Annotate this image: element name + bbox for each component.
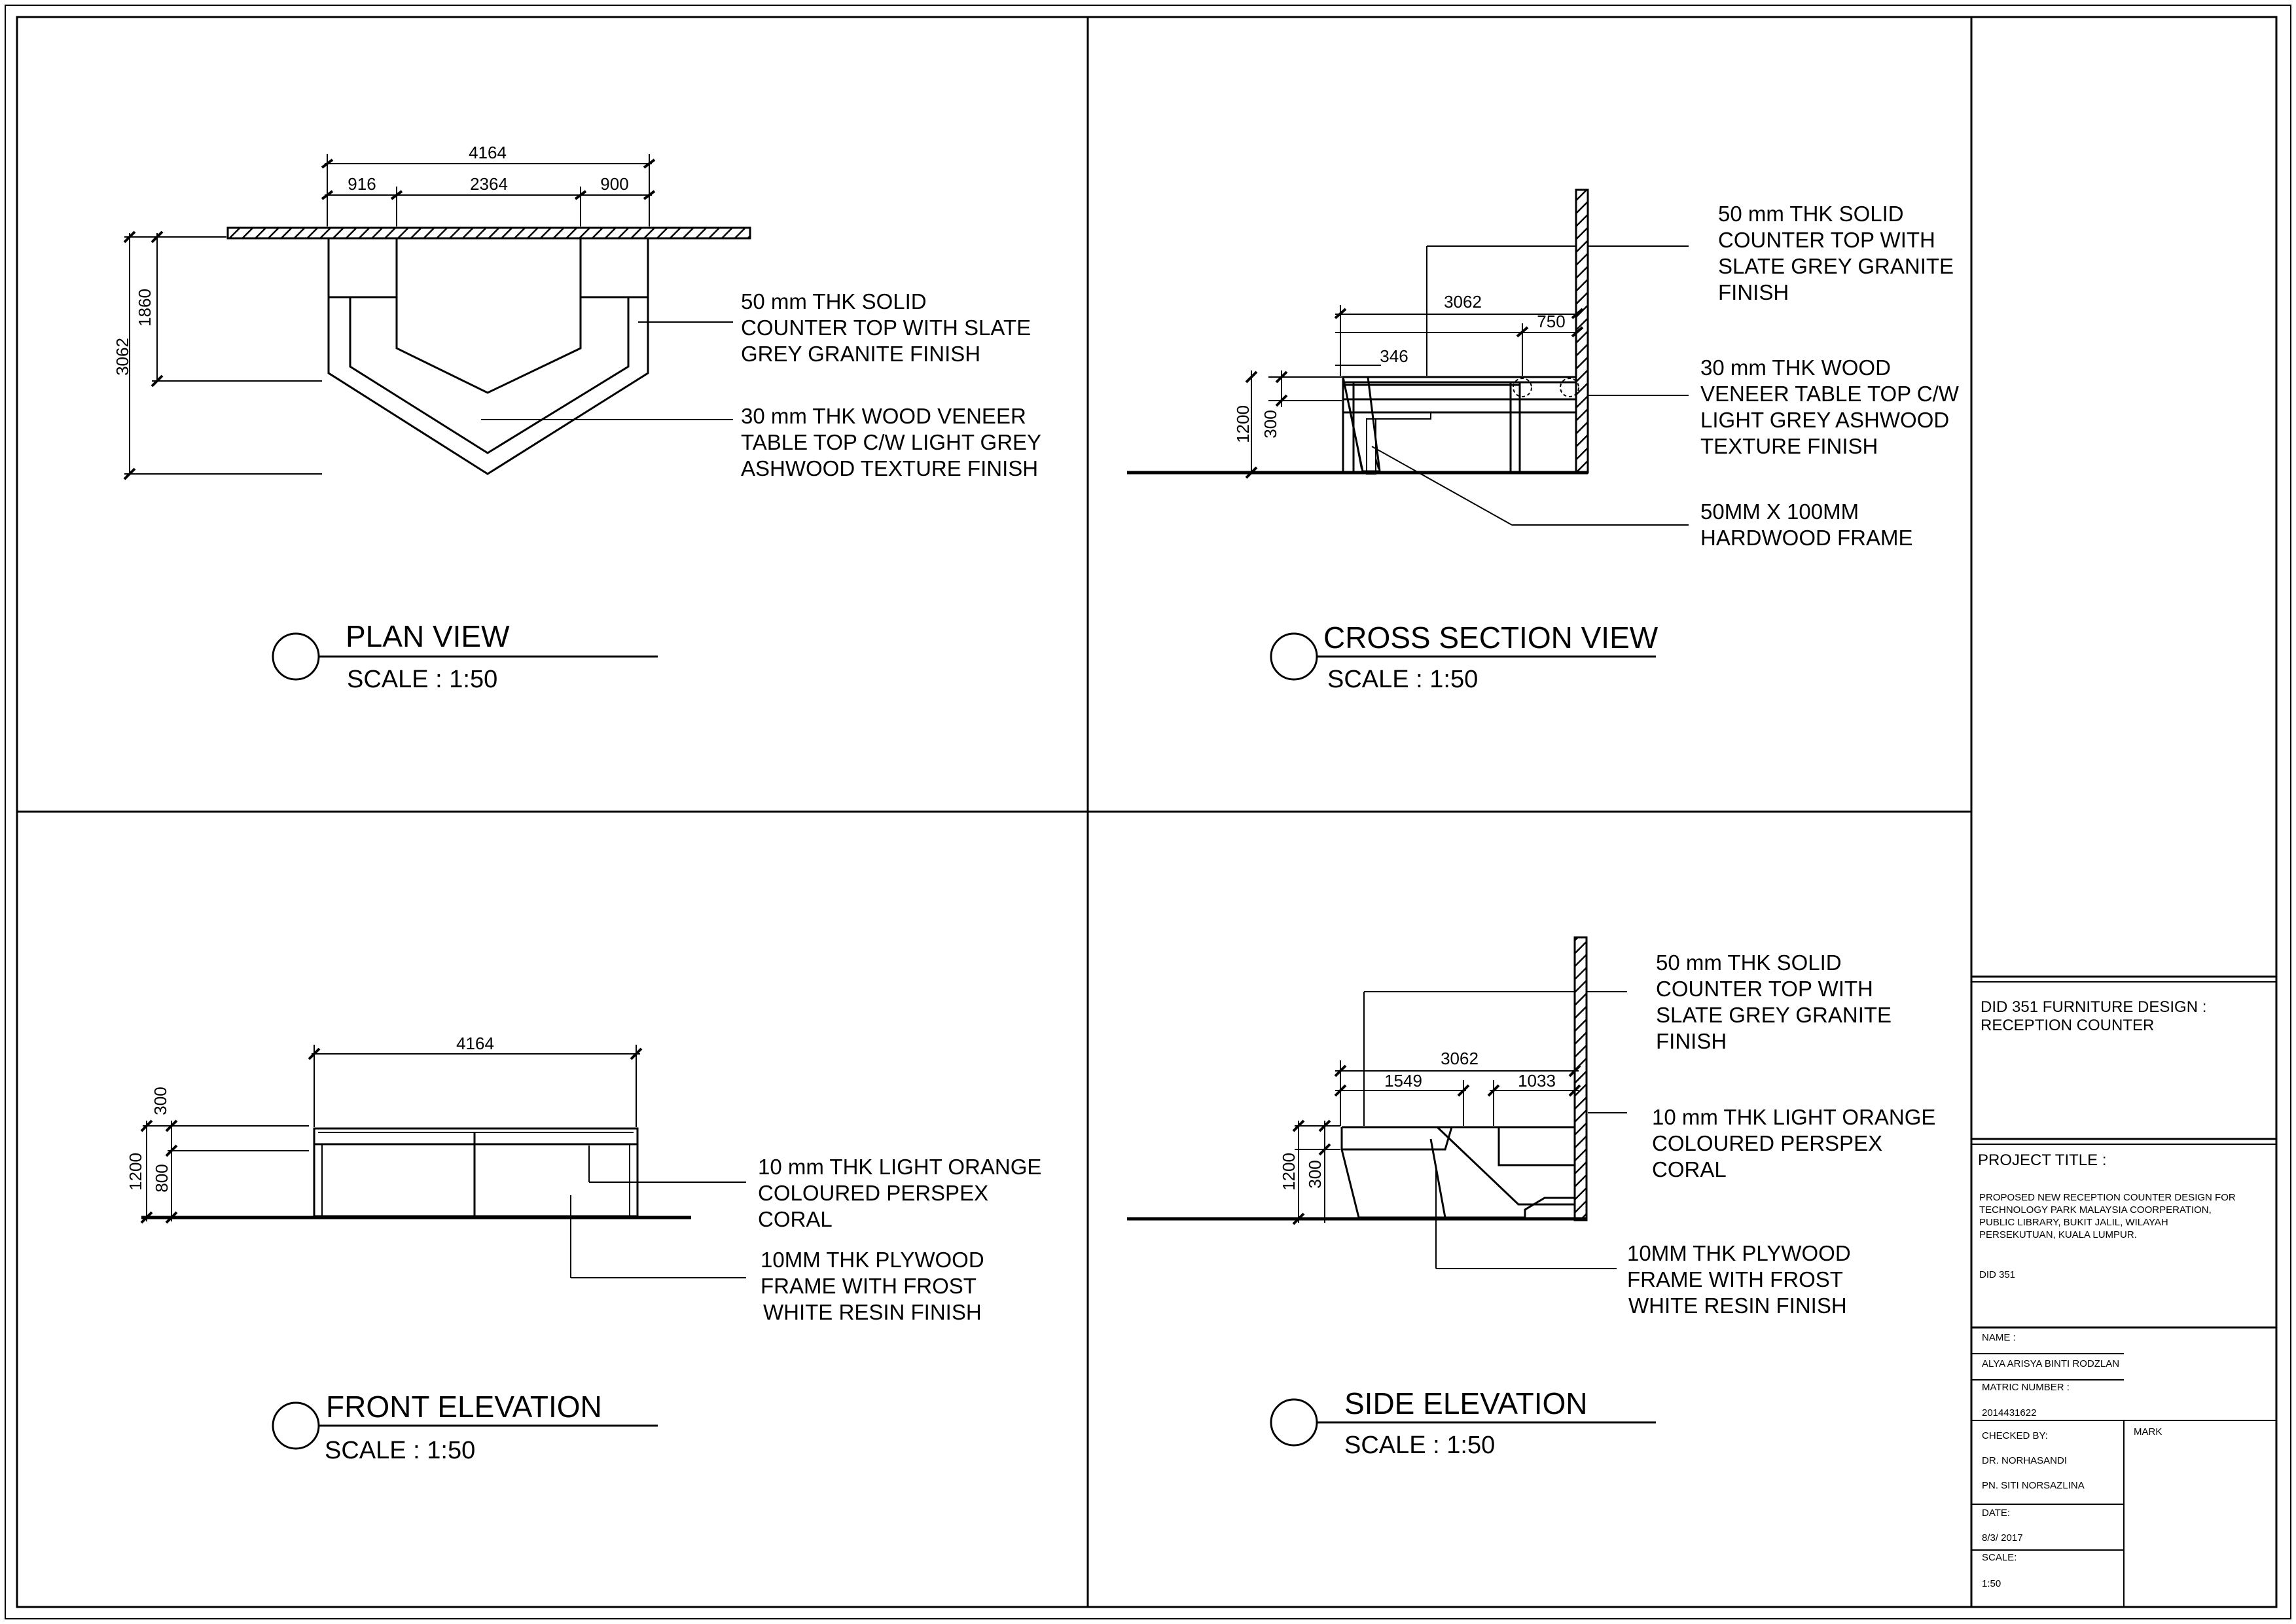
plan-wall-hatch bbox=[226, 226, 751, 240]
plan-dim-right: 900 bbox=[600, 174, 628, 194]
side-texts: 3062 1549 1033 1200 300 50 mm THK SOLID … bbox=[1279, 950, 1935, 1459]
checked-by-1: DR. NORHASANDI bbox=[1982, 1455, 2067, 1466]
front-note-2-line-1: 10MM THK PLYWOOD bbox=[761, 1248, 984, 1272]
section-dim-lower: 300 bbox=[1261, 410, 1280, 438]
side-note-2-line-2: COLOURED PERSPEX bbox=[1652, 1131, 1882, 1155]
side-scale: SCALE : 1:50 bbox=[1344, 1432, 1495, 1459]
side-note-3-line-2: FRAME WITH FROST bbox=[1627, 1267, 1843, 1291]
section-dim-upper: 750 bbox=[1537, 312, 1565, 331]
plan-note-2-line-2: TABLE TOP C/W LIGHT GREY bbox=[741, 430, 1041, 454]
front-dim-width: 4164 bbox=[456, 1034, 494, 1053]
course-code: DID 351 bbox=[1979, 1269, 2015, 1280]
plan-dim-overall: 4164 bbox=[469, 143, 507, 162]
project-text-line-2: TECHNOLOGY PARK MALAYSIA COORPERATION, bbox=[1979, 1204, 2212, 1216]
side-dim-left: 1549 bbox=[1384, 1071, 1422, 1091]
section-note-2-line-2: VENEER TABLE TOP C/W bbox=[1700, 382, 1960, 406]
front-dim-top: 300 bbox=[151, 1087, 170, 1115]
front-note-2-line-2: FRAME WITH FROST bbox=[761, 1274, 977, 1298]
project-text-line-1: PROPOSED NEW RECEPTION COUNTER DESIGN FO… bbox=[1979, 1192, 2236, 1203]
side-note-1-line-1: 50 mm THK SOLID bbox=[1656, 950, 1842, 975]
side-title: SIDE ELEVATION bbox=[1344, 1386, 1588, 1420]
scale-label: SCALE: bbox=[1982, 1552, 2017, 1563]
section-texts: 3062 750 346 1200 300 50 mm THK SOLID CO… bbox=[1233, 202, 1960, 693]
front-counter-outline bbox=[313, 1127, 639, 1218]
front-elevation bbox=[140, 1045, 746, 1450]
front-dim-height: 1200 bbox=[126, 1153, 145, 1191]
side-elevation bbox=[1127, 936, 1656, 1447]
plan-dim-depth-part: 1860 bbox=[135, 289, 154, 327]
front-note-1-line-2: COLOURED PERSPEX bbox=[758, 1181, 988, 1205]
project-text-line-4: PERSEKUTUAN, KUALA LUMPUR. bbox=[1979, 1229, 2137, 1240]
side-note-2-line-3: CORAL bbox=[1652, 1157, 1727, 1182]
side-note-1-line-2: COUNTER TOP WITH bbox=[1656, 977, 1873, 1001]
plan-title: PLAN VIEW bbox=[346, 619, 510, 653]
front-note-1-line-1: 10 mm THK LIGHT ORANGE bbox=[758, 1155, 1041, 1179]
front-note-1-line-3: CORAL bbox=[758, 1207, 833, 1231]
plan-note-1-line-2: COUNTER TOP WITH SLATE bbox=[741, 316, 1031, 340]
plan-scale: SCALE : 1:50 bbox=[347, 666, 497, 693]
section-note-1-line-1: 50 mm THK SOLID bbox=[1718, 202, 1904, 226]
cross-section-view bbox=[1127, 189, 1689, 681]
section-dim-height: 1200 bbox=[1233, 405, 1253, 443]
section-scale: SCALE : 1:50 bbox=[1327, 666, 1478, 693]
section-dim-width: 3062 bbox=[1444, 292, 1482, 312]
side-note-1-line-4: FINISH bbox=[1656, 1029, 1727, 1053]
section-title: CROSS SECTION VIEW bbox=[1323, 621, 1659, 655]
front-note-2-line-3: WHITE RESIN FINISH bbox=[763, 1300, 982, 1324]
course-line-2: RECEPTION COUNTER bbox=[1981, 1017, 2154, 1034]
front-texts: 4164 300 1200 800 10 mm THK LIGHT ORANGE… bbox=[126, 1034, 1041, 1464]
section-note-3-line-2: HARDWOOD FRAME bbox=[1700, 526, 1913, 550]
side-note-3-line-1: 10MM THK PLYWOOD bbox=[1627, 1241, 1851, 1265]
front-scale: SCALE : 1:50 bbox=[325, 1437, 475, 1464]
title-block bbox=[1971, 975, 2276, 1607]
plan-texts: 4164 916 2364 900 3062 1860 50 mm THK SO… bbox=[113, 143, 1041, 693]
section-note-2-line-1: 30 mm THK WOOD bbox=[1700, 355, 1891, 380]
project-text-line-3: PUBLIC LIBRARY, BUKIT JALIL, WILAYAH bbox=[1979, 1217, 2168, 1228]
section-note-2-line-4: TEXTURE FINISH bbox=[1700, 434, 1878, 458]
section-note-1-line-2: COUNTER TOP WITH bbox=[1718, 228, 1935, 252]
side-dim-lower: 300 bbox=[1305, 1160, 1325, 1188]
matric-number: 2014431622 bbox=[1982, 1407, 2036, 1418]
side-dim-right: 1033 bbox=[1518, 1071, 1556, 1091]
mark-label: MARK bbox=[2134, 1426, 2162, 1437]
checked-by-2: PN. SITI NORSAZLINA bbox=[1982, 1480, 2085, 1491]
side-dim-height: 1200 bbox=[1279, 1153, 1299, 1191]
side-note-1-line-3: SLATE GREY GRANITE bbox=[1656, 1003, 1892, 1027]
plan-note-2-line-3: ASHWOOD TEXTURE FINISH bbox=[741, 456, 1038, 480]
section-note-1-line-4: FINISH bbox=[1718, 280, 1789, 304]
project-title-label: PROJECT TITLE : bbox=[1978, 1151, 2107, 1169]
student-name: ALYA ARISYA BINTI RODZLAN bbox=[1982, 1358, 2119, 1369]
checked-label: CHECKED BY: bbox=[1982, 1430, 2048, 1441]
plan-note-1-line-1: 50 mm THK SOLID bbox=[741, 289, 927, 314]
front-title: FRONT ELEVATION bbox=[326, 1390, 602, 1424]
plan-note-2-line-1: 30 mm THK WOOD VENEER bbox=[741, 404, 1026, 428]
sheet-frame bbox=[5, 5, 2291, 1619]
plan-counter-outline bbox=[327, 238, 649, 475]
plan-note-1-line-3: GREY GRANITE FINISH bbox=[741, 342, 980, 366]
side-wall-hatch bbox=[1573, 936, 1588, 1221]
date-value: 8/3/ 2017 bbox=[1982, 1532, 2023, 1543]
scale-value: 1:50 bbox=[1982, 1578, 2001, 1589]
front-dim-lower: 800 bbox=[152, 1164, 171, 1192]
course-line-1: DID 351 FURNITURE DESIGN : bbox=[1981, 998, 2206, 1016]
section-note-1-line-3: SLATE GREY GRANITE bbox=[1718, 254, 1954, 278]
section-dim-small: 346 bbox=[1380, 346, 1408, 366]
title-block-texts: DID 351 FURNITURE DESIGN : RECEPTION COU… bbox=[1978, 998, 2236, 1589]
name-label: NAME : bbox=[1982, 1332, 2016, 1343]
matric-label: MATRIC NUMBER : bbox=[1982, 1382, 2070, 1393]
side-dim-width: 3062 bbox=[1441, 1049, 1479, 1068]
plan-dim-left: 916 bbox=[348, 174, 376, 194]
side-note-3-line-3: WHITE RESIN FINISH bbox=[1628, 1293, 1847, 1318]
section-note-2-line-3: LIGHT GREY ASHWOOD bbox=[1700, 408, 1949, 432]
plan-view bbox=[123, 154, 751, 681]
date-label: DATE: bbox=[1982, 1507, 2010, 1519]
plan-dim-middle: 2364 bbox=[470, 174, 508, 194]
side-note-2-line-1: 10 mm THK LIGHT ORANGE bbox=[1652, 1105, 1935, 1129]
plan-dim-depth-total: 3062 bbox=[113, 338, 132, 376]
section-note-3-line-1: 50MM X 100MM bbox=[1700, 499, 1859, 524]
